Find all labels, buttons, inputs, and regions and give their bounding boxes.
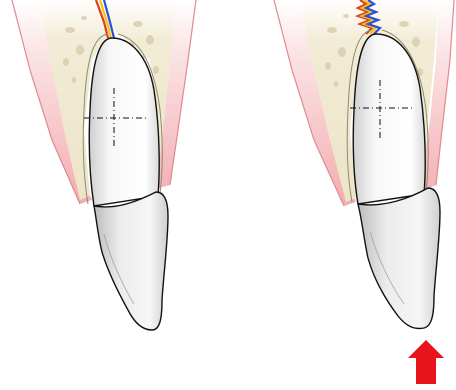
left-tooth-crown bbox=[94, 192, 168, 330]
left-panel bbox=[12, 0, 196, 330]
right-panel bbox=[274, 0, 454, 384]
left-tooth-root bbox=[89, 38, 159, 206]
extrusion-arrow-up-icon bbox=[408, 340, 444, 384]
right-tooth-crown bbox=[358, 188, 440, 329]
